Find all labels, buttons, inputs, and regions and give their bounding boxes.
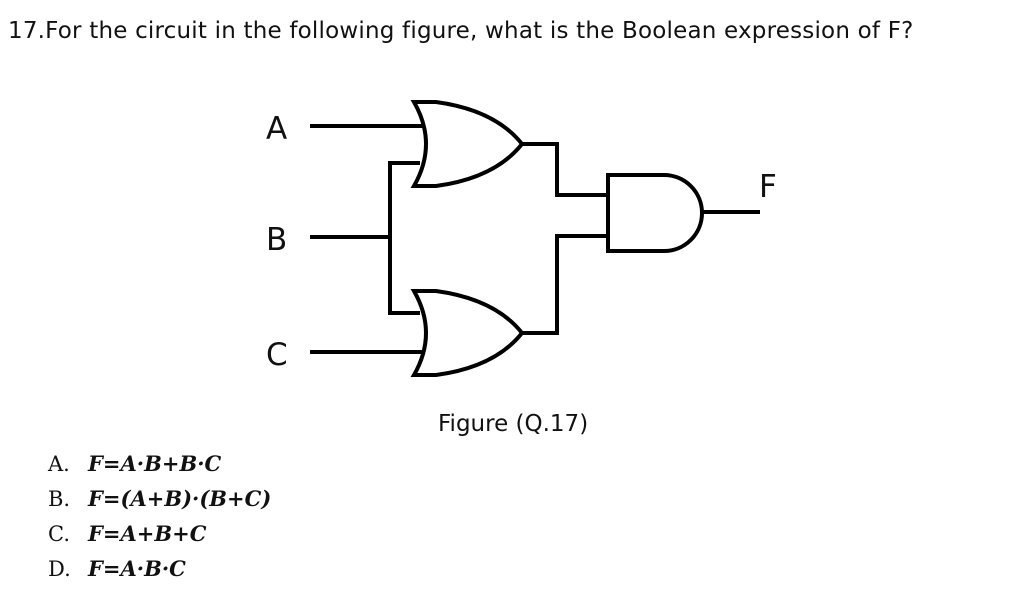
input-label-a: A xyxy=(266,111,287,147)
or-gate-top xyxy=(410,100,525,188)
wire-or1-to-and xyxy=(521,142,608,197)
output-label-f: F xyxy=(759,169,777,205)
answer-options: A. F=A·B+B·C B. F=(A+B)·(B+C) C. F=A+B+C D.… xyxy=(48,448,271,588)
option-expression: F=A+B+C xyxy=(88,521,207,546)
wire-or2-to-and xyxy=(521,234,608,335)
option-letter: C. xyxy=(48,522,70,546)
and-gate xyxy=(606,173,704,253)
option-a[interactable]: A. F=A·B+B·C xyxy=(48,448,271,483)
option-letter: B. xyxy=(48,487,71,511)
option-letter: D. xyxy=(48,557,71,581)
wire-b-distribution xyxy=(388,161,420,315)
option-d[interactable]: D. F=A·B·C xyxy=(48,553,271,588)
option-expression: F=A·B·C xyxy=(88,556,186,581)
question-text: 17.For the circuit in the following figu… xyxy=(8,18,914,44)
option-expression: F=(A+B)·(B+C) xyxy=(88,486,272,511)
option-b[interactable]: B. F=(A+B)·(B+C) xyxy=(48,483,271,518)
figure-caption: Figure (Q.17) xyxy=(438,411,589,437)
option-expression: F=A·B+B·C xyxy=(88,451,222,476)
or-gate-bottom xyxy=(410,289,525,377)
input-label-c: C xyxy=(266,337,288,373)
option-letter: A. xyxy=(48,452,70,476)
option-c[interactable]: C. F=A+B+C xyxy=(48,518,271,553)
input-label-b: B xyxy=(266,222,287,258)
